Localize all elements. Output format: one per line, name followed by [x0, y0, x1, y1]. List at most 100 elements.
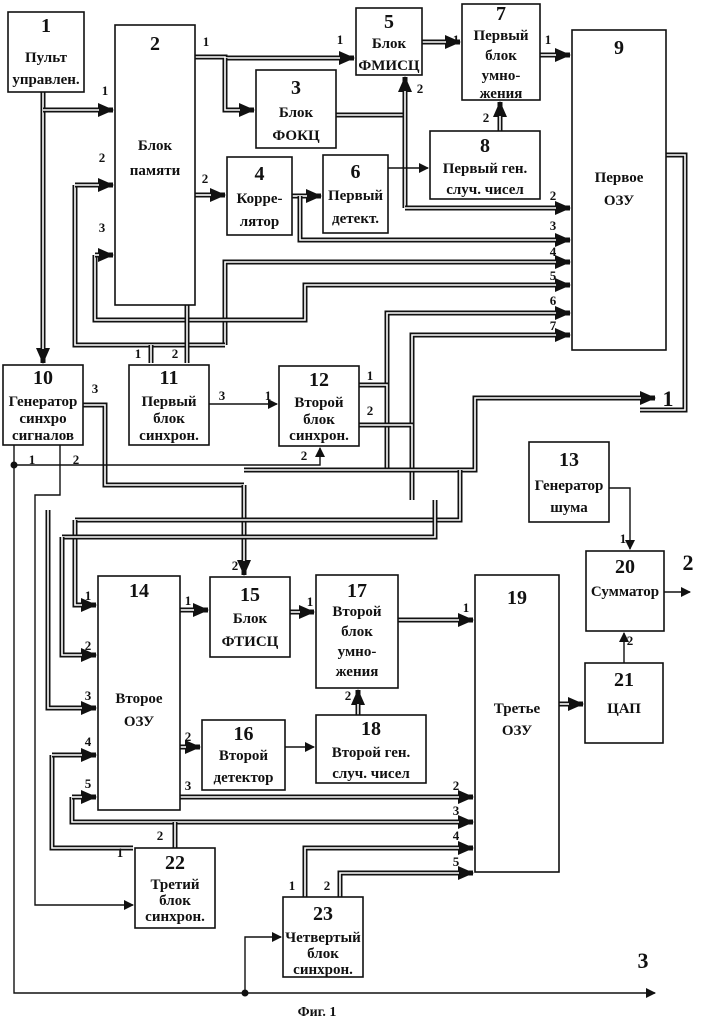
- block-11: 11Первыйблоксинхрон.: [129, 365, 209, 445]
- block-label-line: ОЗУ: [124, 714, 154, 730]
- block-label-line: Первый: [141, 394, 196, 410]
- block-label-line: блок: [153, 411, 185, 427]
- block-label-line: Второй: [219, 748, 269, 764]
- block-label-line: жения: [480, 86, 523, 102]
- block-13: 13Генераторшума: [529, 442, 609, 522]
- pin-number: 3: [219, 388, 226, 403]
- pin-number: 1: [367, 368, 374, 383]
- block-number: 21: [614, 669, 634, 691]
- block-label-line: Блок: [279, 105, 314, 121]
- bus-line-inner: [340, 873, 459, 897]
- block-label-line: детект.: [332, 211, 379, 227]
- block-4: 4Корре-лятор: [227, 157, 292, 235]
- pin-number: 2: [73, 452, 80, 467]
- block-number: 14: [129, 580, 149, 602]
- block-number: 10: [33, 367, 53, 389]
- pin-number: 2: [627, 633, 634, 648]
- pin-number: 2: [550, 188, 557, 203]
- pin-number: 2: [324, 878, 331, 893]
- block-label-line: ОЗУ: [502, 723, 532, 739]
- block-3: 3БлокФОКЦ: [256, 70, 336, 148]
- block-number: 2: [150, 33, 160, 55]
- block-number: 9: [614, 37, 624, 59]
- pin-number: 6: [550, 293, 557, 308]
- block-17: 17Второйблокумно-жения: [316, 575, 398, 688]
- block-label-line: случ. чисел: [332, 766, 410, 782]
- pin-number: 1: [620, 531, 627, 546]
- block-number: 15: [240, 584, 260, 606]
- pin-number: 2: [453, 778, 460, 793]
- bus-line: [340, 873, 473, 897]
- block-label-line: ОЗУ: [604, 193, 634, 209]
- pin-number: 2: [345, 688, 352, 703]
- block-12: 12Второйблоксинхрон.: [279, 366, 359, 446]
- pin-number: 2: [172, 346, 179, 361]
- block-label-line: блок: [159, 893, 191, 909]
- block-label-line: ФОКЦ: [272, 128, 320, 144]
- block-15: 15БлокФТИСЦ: [210, 577, 290, 657]
- signal-line: [245, 937, 281, 993]
- block-label-line: умно-: [338, 644, 377, 660]
- bus-line-inner: [75, 470, 460, 520]
- pin-number: 1: [203, 34, 210, 49]
- block-number: 1: [41, 15, 51, 37]
- block-5: 5БлокФМИСЦ: [356, 8, 422, 75]
- pin-number: 5: [550, 268, 557, 283]
- bus-mem-to-fokc: [225, 58, 254, 110]
- block-label-line: Первый ген.: [443, 161, 528, 177]
- block-number: 16: [234, 723, 254, 745]
- block-number: 11: [160, 367, 179, 389]
- block-label-line: Второй: [294, 395, 344, 411]
- block-14: 14ВтороеОЗУ: [98, 576, 180, 810]
- block-label-line: синхро: [19, 411, 66, 427]
- block-label-line: Второй ген.: [332, 745, 411, 761]
- pin-number: 2: [367, 403, 374, 418]
- block-label-line: Пульт: [25, 50, 68, 66]
- block-label-line: Второе: [115, 691, 163, 707]
- pin-number: 2: [417, 81, 424, 96]
- block-number: 7: [496, 3, 506, 25]
- block-label-line: сигналов: [12, 428, 74, 444]
- block-label-line: Блок: [233, 611, 268, 627]
- pin-number: 1: [135, 346, 142, 361]
- block-9: 9ПервоеОЗУ: [572, 30, 666, 350]
- block-number: 18: [361, 718, 381, 740]
- pin-number: 5: [453, 854, 460, 869]
- block-number: 8: [480, 135, 490, 157]
- pin-number: 1: [289, 878, 296, 893]
- bus-line-inner: [62, 537, 82, 655]
- block-10: 10Генераторсинхросигналов: [3, 365, 83, 445]
- block-number: 6: [351, 161, 361, 183]
- block-label-line: Генератор: [9, 394, 78, 410]
- bus-line: [75, 470, 460, 520]
- block-6: 6Первыйдетект.: [323, 155, 388, 233]
- block-number: 17: [347, 580, 367, 602]
- pin-number: 3: [85, 688, 92, 703]
- block-label-line: синхрон.: [145, 909, 205, 925]
- pin-number: 2: [185, 729, 192, 744]
- block-label-line: Корре-: [237, 191, 283, 207]
- block-20: 20Сумматор: [586, 551, 664, 631]
- block-7: 7Первыйблокумно-жения: [462, 3, 540, 102]
- figure-caption: Фиг. 1: [298, 1005, 337, 1020]
- block-label-line: памяти: [130, 163, 181, 179]
- block-number: 22: [165, 852, 185, 874]
- pin-number: 1: [307, 594, 314, 609]
- block-label-line: ФМИСЦ: [358, 58, 420, 74]
- output-label-1: 1: [663, 386, 674, 411]
- pin-number: 2: [232, 558, 239, 573]
- pin-number: 1: [85, 588, 92, 603]
- block-number: 3: [291, 77, 301, 99]
- pin-number: 4: [85, 734, 92, 749]
- pin-number: 2: [85, 638, 92, 653]
- pin-number: 1: [117, 845, 124, 860]
- block-label-line: блок: [341, 624, 373, 640]
- block-1: 1Пультуправлен.: [8, 12, 84, 92]
- block-label-line: синхрон.: [289, 428, 349, 444]
- block-23: 23Четвертыйблоксинхрон.: [283, 897, 363, 978]
- pin-number: 1: [265, 388, 272, 403]
- block-number: 5: [384, 11, 394, 33]
- pin-number: 1: [545, 32, 552, 47]
- output-label-3: 3: [638, 948, 649, 973]
